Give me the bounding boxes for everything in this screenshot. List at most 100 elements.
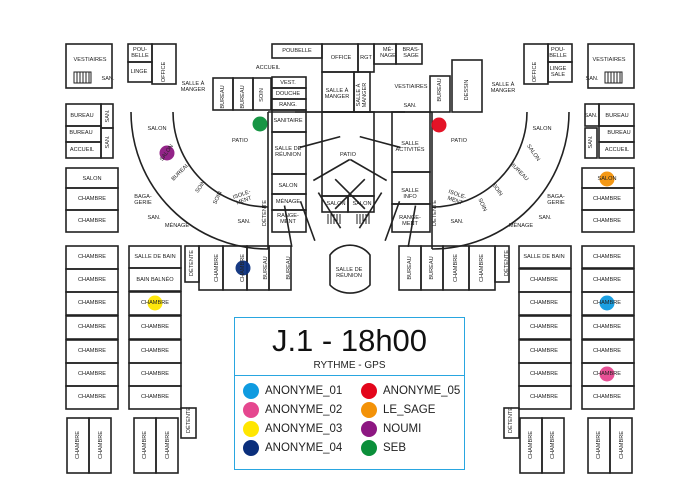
room-label-mbur_r1: BUREAU [407, 256, 413, 279]
room-label-wr_a2: CHAMBRE [530, 300, 558, 306]
room-label-line: CHAMBRE [593, 371, 621, 377]
room-label-psoin_l2: SOIN [213, 191, 224, 206]
room-label-line: CHAMBRE [214, 254, 220, 282]
room-label-bur_l2: BUREAU [69, 130, 92, 136]
room-wall-office_l [151, 43, 177, 85]
room-label-line: CHAMBRE [593, 394, 621, 400]
room-label-wr_a3: CHAMBRE [530, 324, 558, 330]
room-label-line: SALLE [401, 141, 419, 147]
room-wall-soin_a [252, 77, 272, 111]
legend-item: ANONYME_01 [243, 383, 361, 399]
room-label-psoin_r1: SOIN [476, 198, 487, 213]
room-label-line: OFFICE [331, 55, 352, 61]
room-wall-san_r3 [584, 127, 598, 159]
room-label-line: SAN. [105, 135, 111, 149]
room-label-line: CHAMBRE [78, 371, 106, 377]
room-label-wr_b6: CHAMBRE [593, 394, 621, 400]
participant-marker-seb[interactable] [252, 116, 268, 132]
room-label-line: ACCUEIL [70, 147, 94, 153]
room-label-line: SOIN [490, 183, 503, 198]
room-label-poub_r: POU-BELLE [549, 47, 567, 59]
room-divider [299, 200, 316, 242]
room-label-line: BUREAU [605, 113, 628, 119]
room-label-wr_b0: CHAMBRE [593, 254, 621, 260]
room-label-san_l2: SAN. [105, 135, 111, 149]
room-label-line: CHAMBRE [141, 371, 169, 377]
room-label-line: BAGA- [134, 194, 152, 200]
room-label-wl_a3: CHAMBRE [78, 324, 106, 330]
room-label-salon_c1: SALON [327, 201, 346, 207]
participant-marker-anonyme_01[interactable] [599, 295, 615, 311]
room-label-line: CHAMBRE [142, 431, 148, 459]
room-label-line: CHAMBRE [593, 300, 621, 306]
room-label-line: CHAMBRE [593, 254, 621, 260]
legend-color-dot-icon [361, 383, 377, 399]
participant-marker-noumi[interactable] [159, 145, 175, 161]
participant-marker-anonyme_02[interactable] [599, 366, 615, 382]
room-label-line: PATIO [340, 152, 357, 158]
participant-marker-le_sage[interactable] [599, 171, 615, 187]
room-label-office_r: OFFICE [532, 61, 538, 82]
room-label-piso_l: ISOLE-MENT [232, 189, 254, 207]
room-wall-wl_a6 [65, 385, 119, 410]
room-label-wl_b6: CHAMBRE [141, 394, 169, 400]
room-label-line: BRAS- [402, 47, 419, 53]
room-label-office_l: OFFICE [161, 61, 167, 82]
room-label-wl_a2: CHAMBRE [78, 300, 106, 306]
room-label-line: VESTIAIRES [593, 57, 626, 63]
room-label-psalon_r2: SALON [525, 144, 541, 163]
participant-marker-anonyme_03[interactable] [147, 295, 163, 311]
room-label-line: SALLE DE [336, 267, 363, 273]
room-label-bdet_l: DÉTENTE [185, 407, 192, 433]
room-label-wl_a0: CHAMBRE [78, 254, 106, 260]
legend-color-dot-icon [361, 440, 377, 456]
room-wall-brassage [395, 43, 423, 65]
room-wall-bl_2 [88, 417, 112, 474]
room-label-line: SALON [598, 176, 617, 182]
room-label-line: CHAMBRE [619, 431, 625, 459]
room-label-br_3: CHAMBRE [596, 431, 602, 459]
legend-color-dot-icon [243, 402, 259, 418]
legend-label: NOUMI [383, 423, 422, 435]
room-label-line: SALLE DE BAIN [523, 254, 564, 260]
room-label-wl_b2: CHAMBRE [141, 300, 169, 306]
legend-color-dot-icon [243, 421, 259, 437]
room-label-line: CHAMBRE [78, 196, 106, 202]
room-label-line: SAN. [403, 103, 417, 109]
room-label-line: MENT [236, 196, 253, 207]
room-label-accueil: ACCUEIL [256, 65, 280, 71]
room-label-line: OFFICE [161, 61, 167, 82]
room-label-wl_b5: CHAMBRE [141, 371, 169, 377]
room-label-psalon_r1: SALON [533, 126, 552, 132]
participant-marker-anonyme_05[interactable] [431, 117, 447, 133]
room-wall-bl_4 [155, 417, 179, 474]
participant-marker-anonyme_04[interactable] [235, 260, 251, 276]
room-label-line: CHAMBRE [596, 431, 602, 459]
room-label-line: BUREAU [240, 85, 246, 108]
room-label-san_r1: SAN. [584, 113, 598, 119]
room-labels: VESTIAIRES SAN. BUREAU SAN. BUREAU ACCUEIL SAN… [69, 46, 630, 459]
room-label-mch_r1: CHAMBRE [453, 254, 459, 282]
room-label-line: CHAMBRE [141, 300, 169, 306]
room-label-line: DÉTENTE [503, 250, 510, 276]
room-label-line: ACCUEIL [256, 65, 280, 71]
room-label-line: SAN. [584, 113, 598, 119]
room-label-line: CHAMBRE [530, 394, 558, 400]
room-label-line: DOUCHE [276, 91, 301, 97]
room-label-bur_a: BUREAU [220, 85, 226, 108]
room-label-rang: RANG. [279, 102, 297, 108]
room-label-wr_a5: CHAMBRE [530, 371, 558, 377]
room-label-wl_b3: CHAMBRE [141, 324, 169, 330]
room-label-wr_b3: CHAMBRE [593, 324, 621, 330]
room-label-line: CHAMBRE [593, 324, 621, 330]
room-label-acc_l: ACCUEIL [70, 147, 94, 153]
room-label-mdet_r: DÉTENTE [503, 250, 510, 276]
room-label-line: SALLE À [326, 87, 349, 94]
room-wall-mbur_l2 [268, 245, 292, 291]
room-label-line: RANGE- [277, 213, 299, 219]
room-label-wr_a6: CHAMBRE [530, 394, 558, 400]
room-label-vest_r2: VESTIAIRES [395, 84, 428, 90]
room-label-line: NAGE [380, 54, 396, 60]
